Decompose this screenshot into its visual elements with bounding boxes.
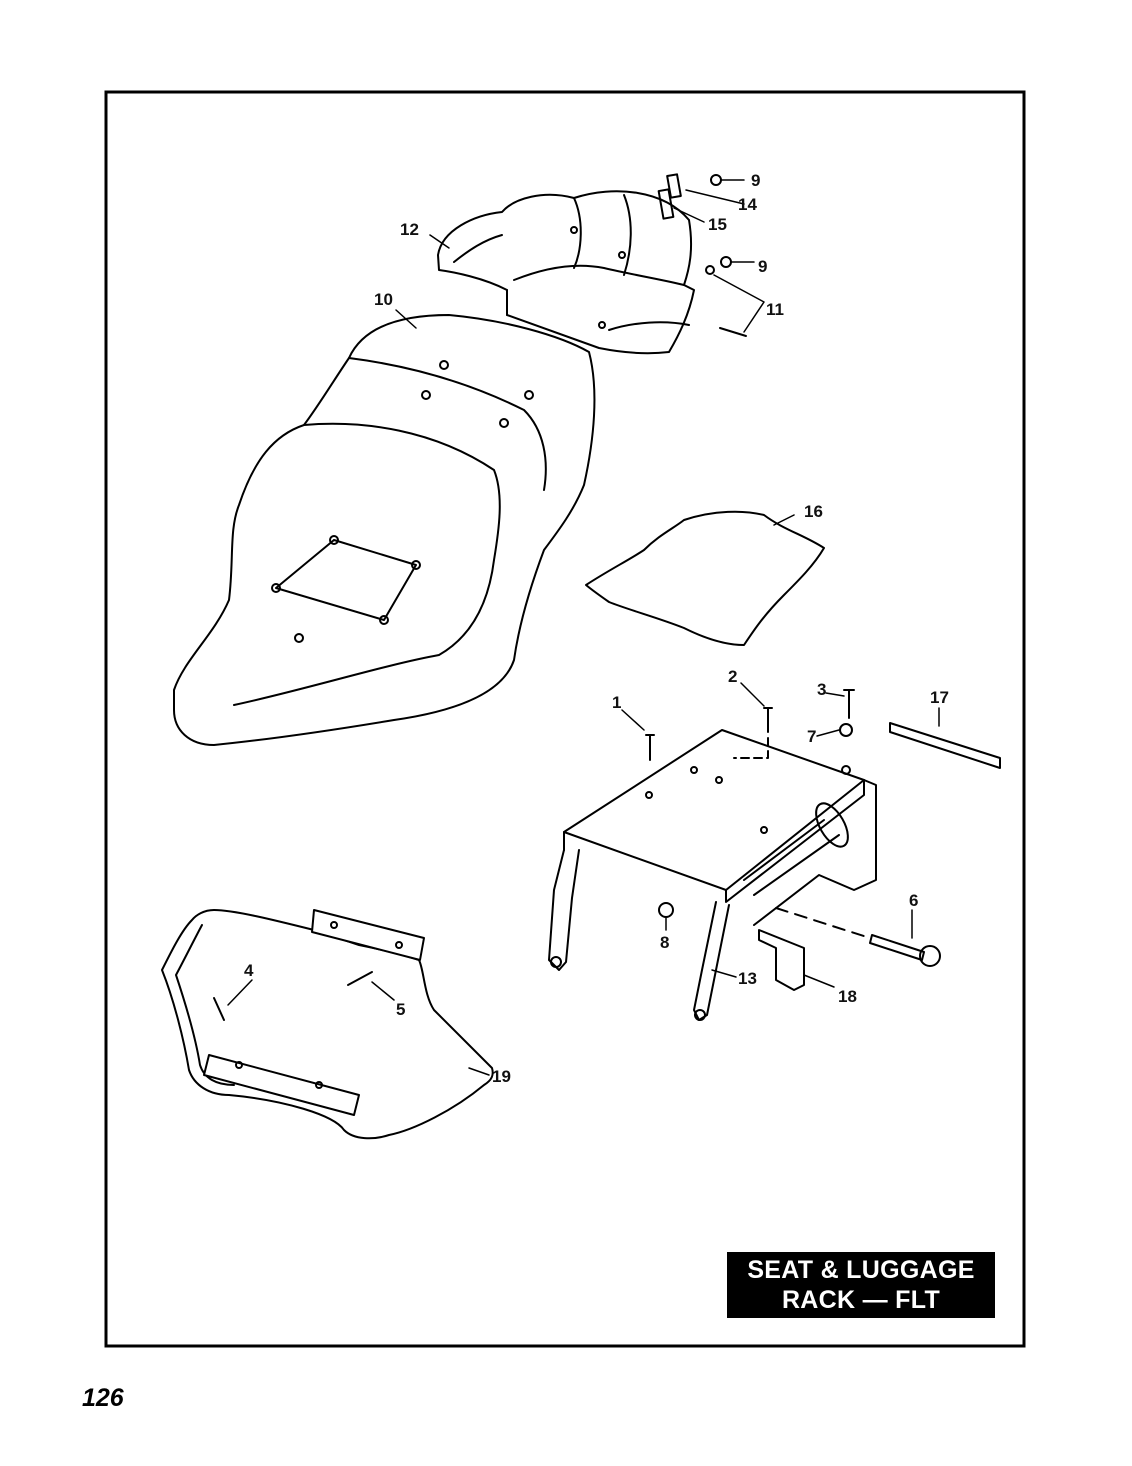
page-number: 126 — [82, 1384, 124, 1412]
callout-9a: 9 — [751, 171, 760, 190]
title-line-1: SEAT & LUGGAGE — [747, 1256, 975, 1284]
callout-6: 6 — [909, 891, 918, 910]
callout-10: 10 — [374, 290, 393, 309]
callout-18: 18 — [838, 987, 857, 1006]
backrest-part-12 — [437, 190, 695, 355]
callout-7: 7 — [807, 727, 816, 746]
screw-part-11 — [719, 327, 747, 337]
callout-16: 16 — [804, 502, 823, 521]
callout-2: 2 — [728, 667, 737, 686]
rack-bracket-part-13 — [548, 729, 877, 1021]
bracket-part-18 — [758, 929, 805, 991]
callout-14: 14 — [738, 195, 757, 214]
screw-part-2 — [763, 707, 773, 733]
callout-11: 11 — [766, 300, 784, 319]
nut-part-9a — [710, 174, 722, 186]
diagram-frame: 9 14 15 9 11 12 10 16 17 1 2 3 7 6 8 13 … — [104, 90, 1026, 1348]
diagram-title-box: SEAT & LUGGAGE RACK — FLT — [727, 1252, 995, 1318]
callout-13: 13 — [738, 969, 757, 988]
callout-17: 17 — [930, 688, 949, 707]
callout-3: 3 — [817, 680, 826, 699]
leader-lines — [227, 179, 940, 1076]
callout-1: 1 — [612, 693, 621, 712]
title-line-2: RACK — FLT — [781, 1286, 941, 1314]
lockwasher-part-7 — [839, 723, 853, 737]
callout-8: 8 — [660, 933, 669, 952]
callout-15: 15 — [708, 215, 727, 234]
plate-part-14 — [666, 173, 682, 199]
callout-9b: 9 — [758, 257, 767, 276]
bolt-part-6 — [775, 907, 941, 967]
bolt-part-4 — [213, 997, 225, 1021]
nut-part-8 — [658, 902, 674, 918]
nut-part-9b — [720, 256, 732, 268]
callout-5: 5 — [396, 1000, 405, 1019]
callout-12: 12 — [400, 220, 419, 239]
luggage-rail-part-19 — [161, 909, 494, 1140]
exploded-parts-diagram: 9 14 15 9 11 12 10 16 17 1 2 3 7 6 8 13 … — [104, 90, 1026, 1348]
diagram-border — [104, 90, 1026, 1348]
pad-part-16 — [585, 510, 825, 646]
strip-part-17 — [889, 722, 1001, 769]
hardware-parts — [213, 173, 855, 1021]
callout-labels: 9 14 15 9 11 12 10 16 17 1 2 3 7 6 8 13 … — [244, 171, 949, 1086]
bolt-part-3 — [843, 689, 855, 719]
callout-4: 4 — [244, 961, 254, 980]
plate-part-15 — [657, 188, 675, 220]
bolt-part-5 — [347, 971, 373, 986]
callout-19: 19 — [492, 1067, 511, 1086]
bolt-part-1 — [645, 734, 655, 761]
washer-part-11 — [705, 265, 715, 275]
seat-part-10 — [173, 314, 596, 746]
